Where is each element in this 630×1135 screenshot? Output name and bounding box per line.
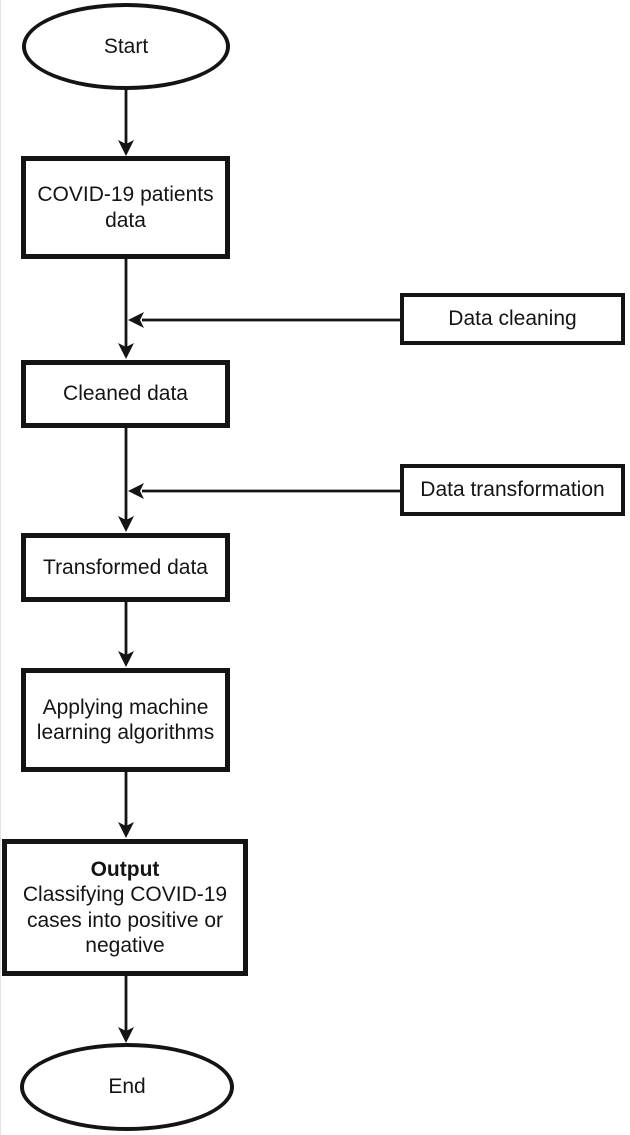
edge-cleaned-data-to-transformed-data: [118, 428, 134, 532]
node-applying-ml-label: Applying machine learning algorithms: [36, 695, 215, 744]
node-output-body: Classifying COVID-19 cases into positive…: [22, 883, 228, 957]
edge-data-transformation-to-spine: [128, 483, 400, 499]
node-covid-patients-data: COVID-19 patients data: [21, 156, 230, 259]
node-output: Output Classifying COVID-19 cases into p…: [2, 839, 248, 976]
edge-output-to-end: [118, 976, 134, 1043]
node-end-label: End: [108, 1075, 146, 1099]
edge-start-to-covid-data: [118, 90, 134, 156]
node-output-text: Output Classifying COVID-19 cases into p…: [21, 857, 229, 958]
node-start-label: Start: [103, 34, 149, 58]
node-cleaned-data-label: Cleaned data: [63, 382, 188, 406]
node-output-title: Output: [90, 858, 160, 882]
edge-data-cleaning-to-spine: [128, 312, 400, 328]
node-covid-patients-data-label: COVID-19 patients data: [37, 183, 214, 232]
edge-ml-to-output: [118, 772, 134, 838]
node-applying-ml: Applying machine learning algorithms: [21, 668, 230, 772]
scan-edge-artifact: [0, 0, 1, 1135]
node-start: Start: [22, 3, 230, 90]
node-data-transformation: Data transformation: [400, 464, 625, 516]
node-data-cleaning: Data cleaning: [400, 293, 625, 345]
edge-transformed-data-to-ml: [118, 602, 134, 667]
node-transformed-data-label: Transformed data: [43, 555, 208, 579]
node-data-transformation-label: Data transformation: [420, 478, 605, 502]
node-cleaned-data: Cleaned data: [21, 360, 230, 428]
node-end: End: [20, 1043, 234, 1131]
edge-covid-data-to-cleaned-data: [118, 259, 134, 359]
node-data-cleaning-label: Data cleaning: [448, 307, 577, 331]
node-transformed-data: Transformed data: [21, 533, 230, 602]
